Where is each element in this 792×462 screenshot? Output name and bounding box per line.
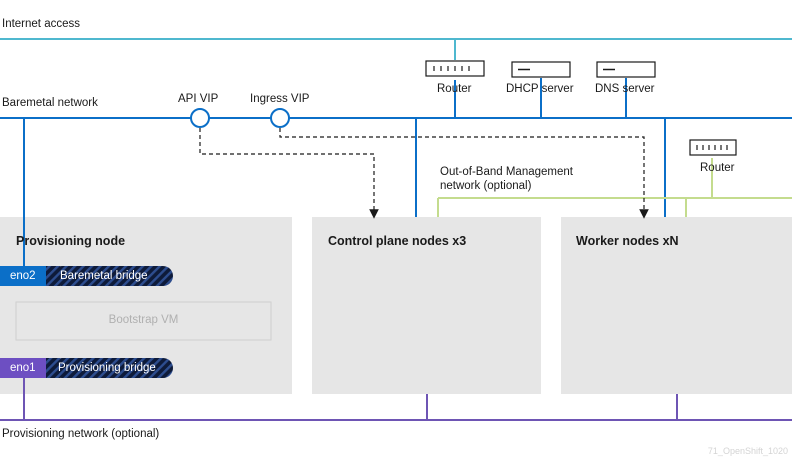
dhcp-server-label: DHCP server (506, 83, 574, 95)
watermark: 71_OpenShift_1020 (707, 446, 788, 456)
bootstrap-vm-box (15, 301, 272, 341)
dns-server-label: DNS server (595, 83, 655, 95)
eno2-port (0, 266, 46, 286)
eno1-port (0, 358, 46, 378)
baremetal-bridge-label: Baremetal bridge (60, 270, 148, 282)
provisioning-bridge (0, 358, 173, 378)
ingress-vip-arrow (279, 128, 649, 219)
api-vip-arrow (199, 128, 379, 219)
bootstrap-vm-label: Bootstrap VM (108, 314, 179, 326)
baremetal-network-label: Baremetal network (2, 97, 98, 109)
provisioning-bridge-label: Provisioning bridge (58, 362, 156, 374)
baremetal-bridge (0, 266, 173, 286)
ingress-vip-label: Ingress VIP (250, 93, 310, 105)
oob-router-icon (689, 139, 737, 156)
ingress-vip-circle (270, 108, 290, 128)
worker-nodes-title: Worker nodes xN (576, 234, 679, 248)
api-vip-label: API VIP (178, 93, 219, 105)
oob-network-label: Out-of-Band Management network (optional… (440, 166, 573, 192)
provisioning-network-label: Provisioning network (optional) (2, 428, 160, 440)
worker-nodes-box (561, 217, 792, 394)
dns-server-icon (596, 61, 656, 78)
api-vip-circle (190, 108, 210, 128)
control-plane-box (312, 217, 541, 394)
internet-access-label: Internet access (2, 18, 80, 30)
eno1-label: eno1 (10, 362, 36, 374)
provisioning-node-title: Provisioning node (16, 234, 126, 248)
eno2-label: eno2 (10, 270, 36, 282)
router-label: Router (437, 83, 472, 95)
oob-router-label: Router (700, 162, 735, 174)
control-plane-title: Control plane nodes x3 (328, 234, 467, 248)
dhcp-server-icon (511, 61, 571, 78)
router-icon (425, 60, 485, 77)
